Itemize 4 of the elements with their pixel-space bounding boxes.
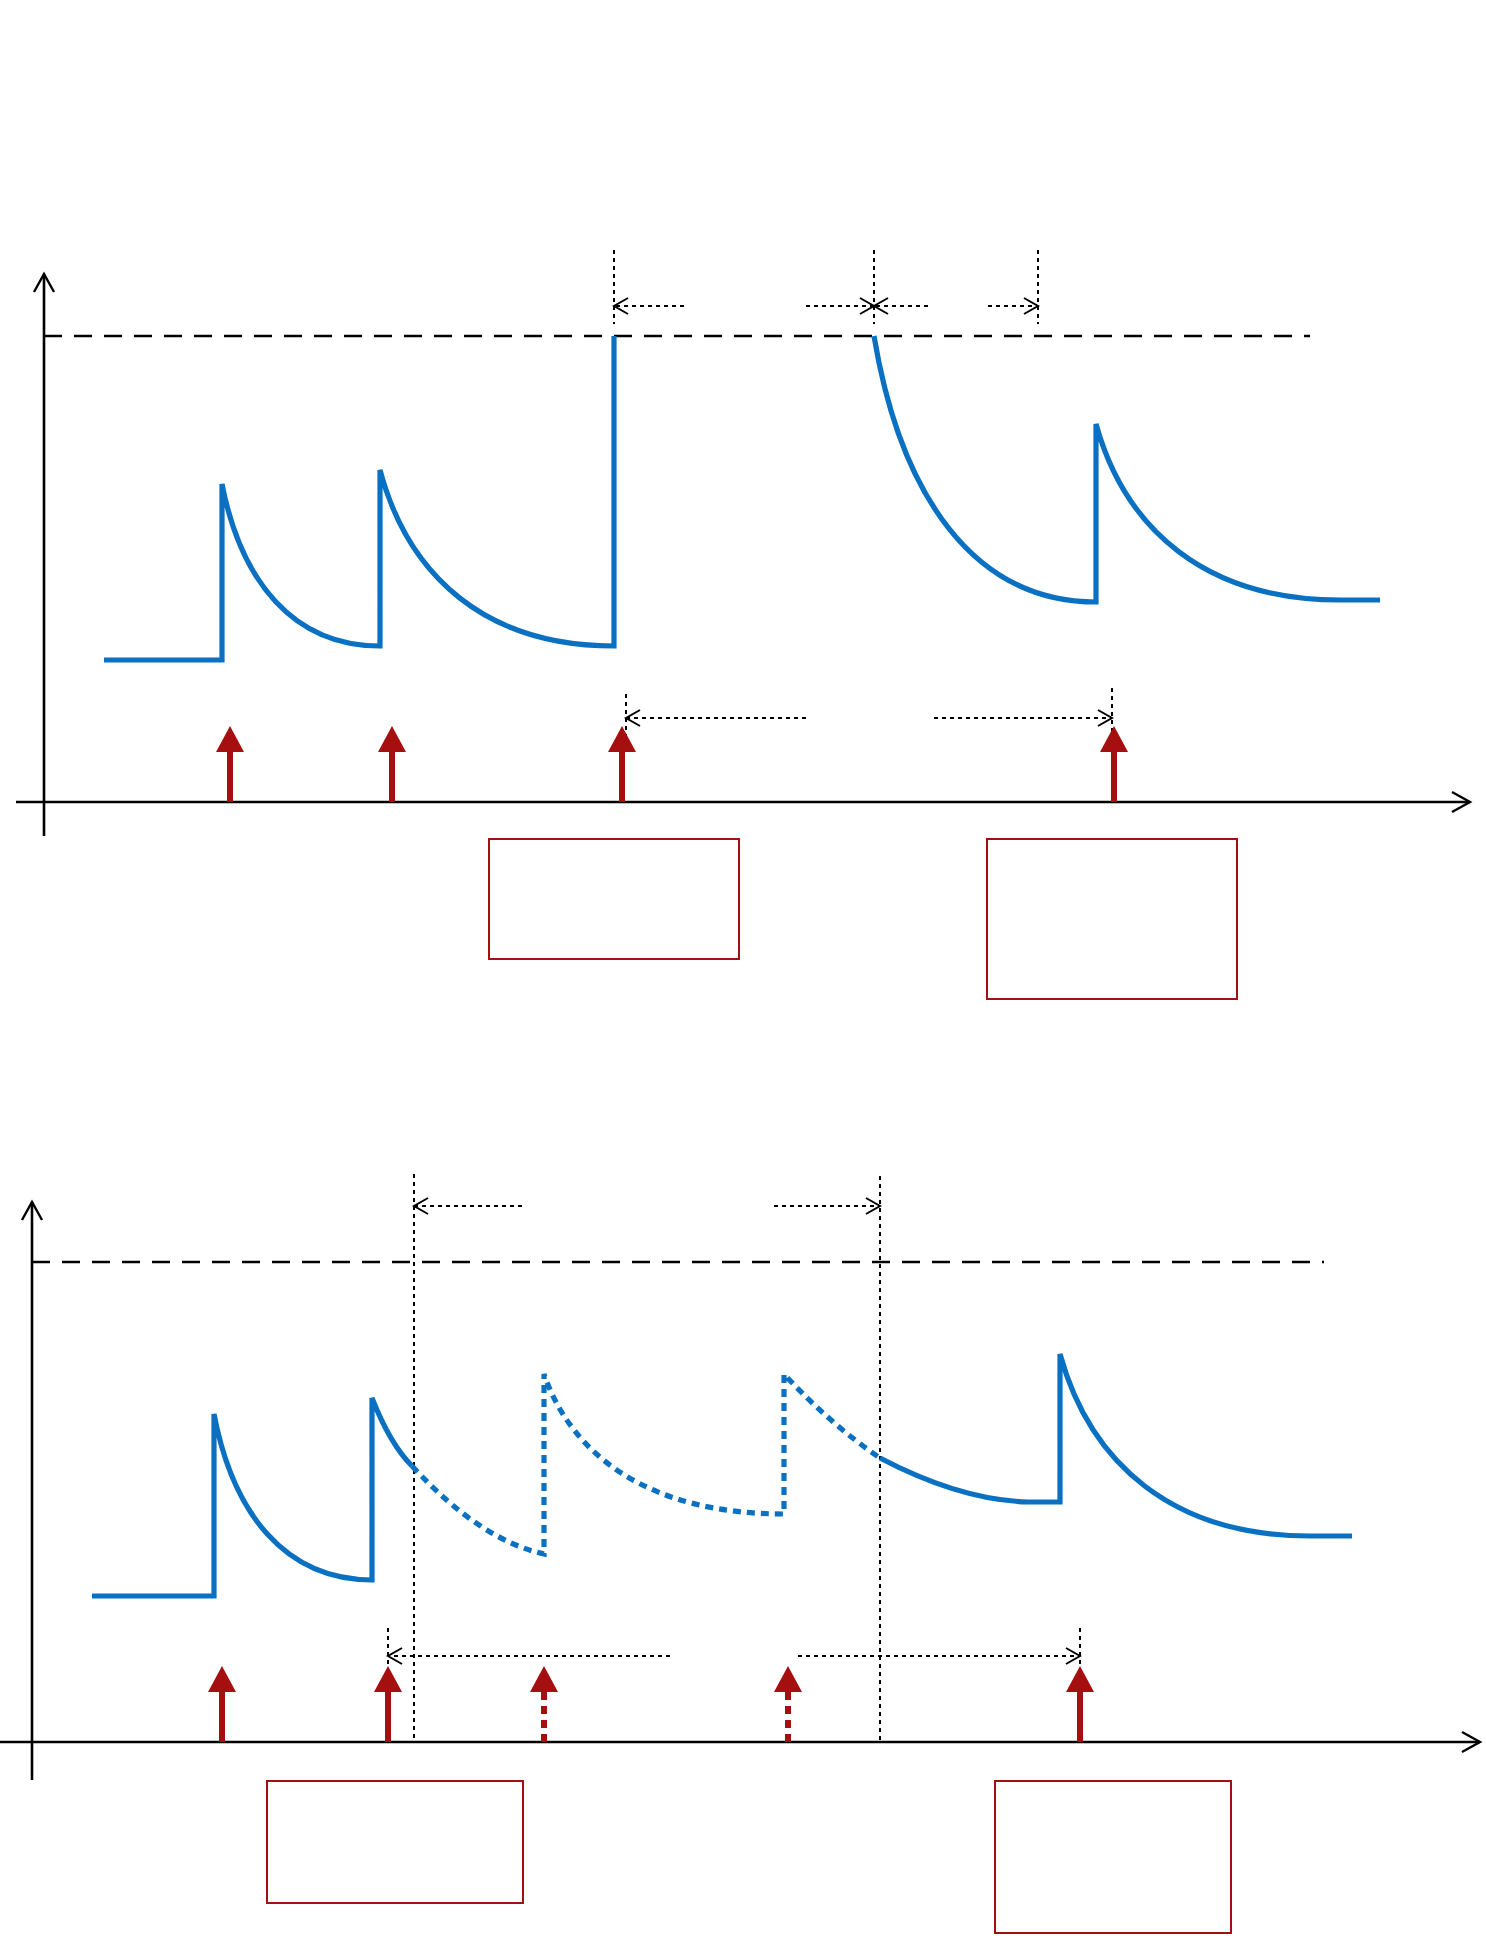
empty-box [994, 1780, 1232, 1934]
empty-box [986, 838, 1238, 1000]
empty-box [488, 838, 740, 960]
empty-box [266, 1780, 524, 1904]
